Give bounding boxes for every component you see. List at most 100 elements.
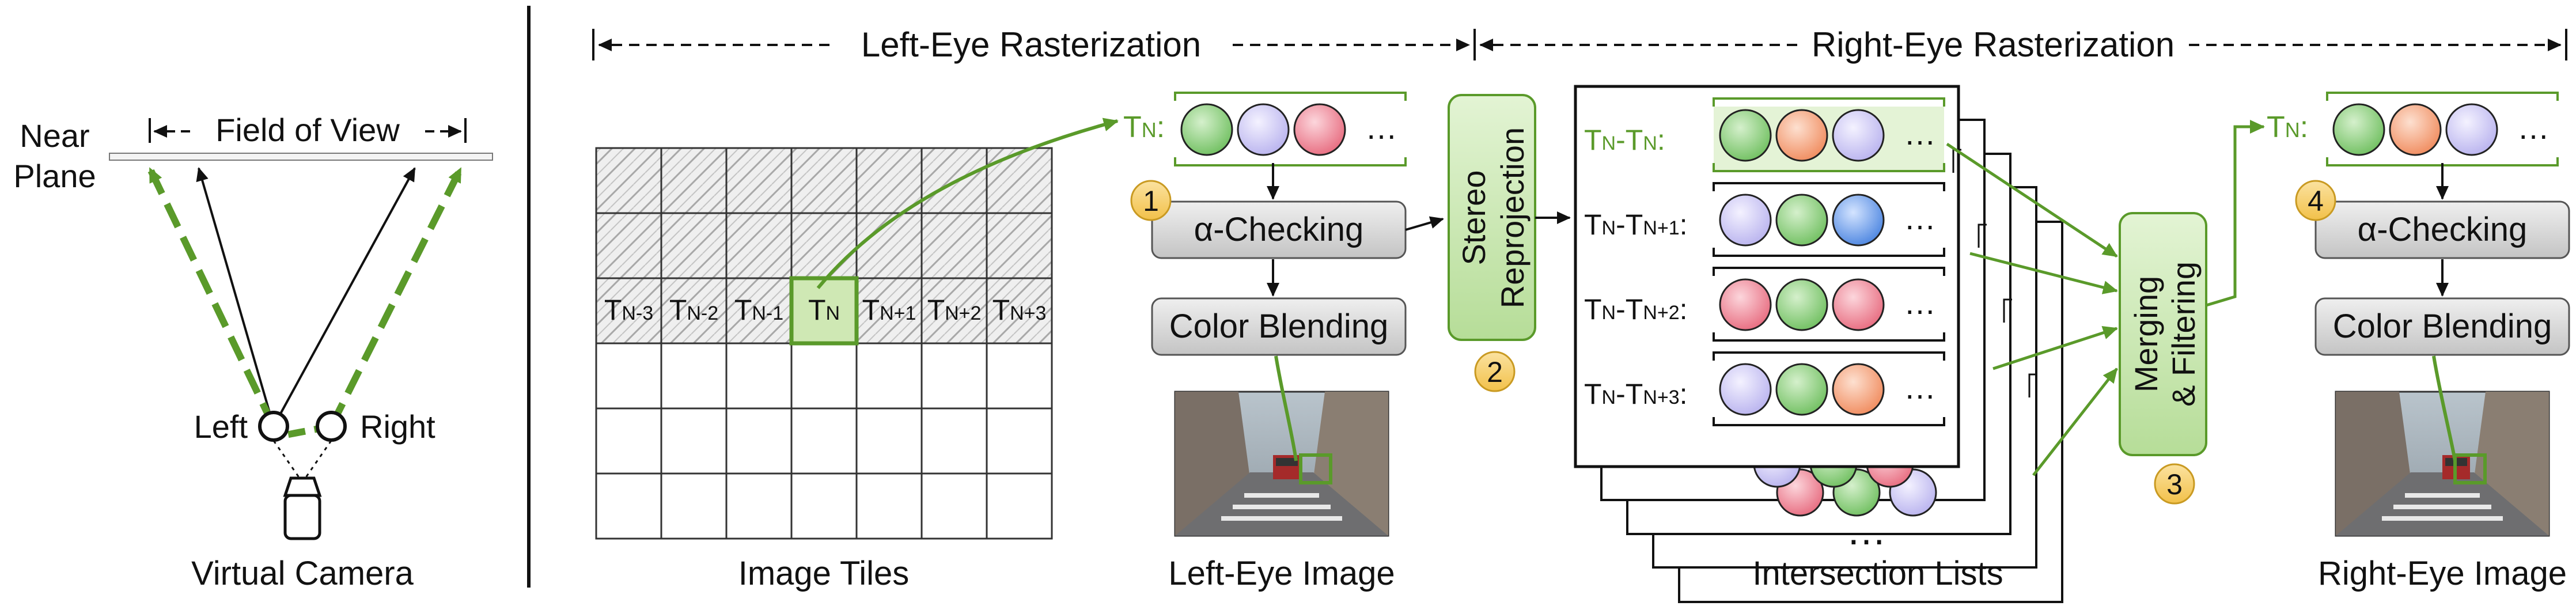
tile-label: TN-2 <box>669 294 718 326</box>
gaussian-ball <box>1775 363 1828 416</box>
intersection-row-label: TN-TN: <box>1584 124 1665 156</box>
merge-in-arrow-1 <box>1946 142 2118 258</box>
gaussian-ball <box>1293 103 1346 156</box>
right-blend-to-image-line <box>2432 355 2457 461</box>
merge-in-arrow-4 <box>2032 368 2118 476</box>
gaussian-ball <box>2389 103 2442 156</box>
gaussian-ball <box>1237 103 1290 156</box>
step-4-label: 4 <box>2308 185 2324 217</box>
step-1-label: 1 <box>1143 185 1159 217</box>
image-tile <box>660 342 728 410</box>
image-tile <box>660 147 728 214</box>
merging-label: Merging <box>2128 276 2164 392</box>
image-tile <box>986 147 1053 214</box>
image-tile <box>725 342 793 410</box>
gaussian-ball <box>1719 194 1772 247</box>
left-list-row-bracket-bottom <box>1174 157 1407 166</box>
right-pipeline: TN: … α-Checking 4 Color Blending Right-… <box>2267 92 2570 592</box>
left-list-row: … <box>1174 92 1407 166</box>
reprojection-label: Reprojection <box>1494 127 1531 308</box>
filtering-label: & Filtering <box>2165 262 2202 407</box>
tile-label: TN-3 <box>604 294 653 326</box>
left-eye-rasterization-title: Left-Eye Rasterization <box>861 25 1201 64</box>
image-tile <box>790 342 858 410</box>
right-eye-header: Right-Eye Rasterization <box>1479 25 2567 64</box>
left-list-row-bracket-top <box>1174 92 1407 101</box>
right-list-label: TN: <box>2267 111 2308 144</box>
image-tile <box>855 407 923 475</box>
image-tile <box>595 407 662 475</box>
intersection-row-bracket-top <box>1713 351 1945 361</box>
image-tile <box>725 472 793 540</box>
intersection-row-bracket-top <box>1713 182 1945 191</box>
image-tile <box>790 212 858 279</box>
step-3-badge <box>2154 463 2195 505</box>
image-tile <box>660 277 728 344</box>
intersection-row: … <box>1713 97 1945 172</box>
gaussian-ball <box>1775 278 1828 331</box>
left-eye-ray-2 <box>272 167 416 427</box>
stereo-label: Stereo <box>1456 171 1492 266</box>
merge-out-arrow <box>2206 120 2265 307</box>
intersection-row-label: TN-TN+3: <box>1584 378 1688 410</box>
image-tile <box>920 212 988 279</box>
merging-filtering: Merging & Filtering 3 <box>1946 120 2265 505</box>
gaussian-ball <box>1719 278 1772 331</box>
tile-label: TN+3 <box>992 294 1047 326</box>
left-pipeline: TN: … α-Checking 1 Color Blending Left-E… <box>1123 92 1444 592</box>
left-color-blending-box <box>1151 297 1407 356</box>
intersection-row-ellipsis: … <box>1904 115 1936 152</box>
gaussian-ball <box>1775 194 1828 247</box>
right-list-row-ellipsis: … <box>2517 109 2550 146</box>
image-tile <box>725 407 793 475</box>
right-list-row-bracket-top <box>2326 92 2559 101</box>
intersection-row-bracket-bottom <box>1713 417 1945 426</box>
left-list-label: TN: <box>1123 111 1165 144</box>
image-tile <box>595 147 662 214</box>
image-tile <box>595 342 662 410</box>
image-tile <box>725 147 793 214</box>
image-tile <box>595 212 662 279</box>
intersection-row-bracket-top <box>1713 97 1945 107</box>
image-tile <box>986 472 1053 540</box>
right-eye-rasterization-title: Right-Eye Rasterization <box>1812 25 2175 64</box>
right-eye-image <box>2335 391 2550 537</box>
merge-in-arrow-2 <box>1969 252 2118 294</box>
near-plane-label-2: Plane <box>13 158 96 194</box>
left-image-tile-highlight <box>1299 453 1332 484</box>
image-tile <box>855 342 923 410</box>
page-bracket <box>1978 224 1987 248</box>
left-eye-label: Left <box>194 408 248 445</box>
image-tile <box>790 407 858 475</box>
intersection-more-indicator: … <box>1846 508 1886 553</box>
intersection-row-bracket-bottom <box>1713 332 1945 342</box>
step-2-label: 2 <box>1487 356 1503 388</box>
gaussian-ball <box>1832 109 1885 162</box>
left-eye-image <box>1174 391 1389 537</box>
tile-label: TN+1 <box>862 294 916 326</box>
image-tile <box>725 277 793 344</box>
image-tile <box>595 472 662 540</box>
field-of-view-label: Field of View <box>215 112 400 148</box>
tile-label: TN-1 <box>734 294 783 326</box>
image-tile <box>660 407 728 475</box>
left-eye-image-caption: Left-Eye Image <box>1168 555 1395 592</box>
image-tile <box>725 212 793 279</box>
camera-link-left <box>272 440 301 479</box>
left-gaussian-list: … <box>1174 92 1407 166</box>
left-alpha-checking-label: α-Checking <box>1194 211 1364 248</box>
gaussian-ball <box>1832 363 1885 416</box>
virtual-camera-caption: Virtual Camera <box>191 555 414 592</box>
intersection-row-label: TN-TN+2: <box>1584 293 1688 325</box>
step-3-label: 3 <box>2166 468 2183 501</box>
intersection-row-bracket-bottom <box>1713 248 1945 257</box>
right-color-blending-box <box>2314 297 2570 356</box>
right-alpha-checking-box <box>2314 200 2570 259</box>
virtual-camera-panel: Near Plane Field of View Left Right Virt… <box>13 112 493 592</box>
gaussian-ball <box>1775 109 1828 162</box>
image-tiles-caption: Image Tiles <box>738 555 910 592</box>
tile-label: TN <box>808 294 840 326</box>
near-plane-label-1: Near <box>20 118 89 154</box>
